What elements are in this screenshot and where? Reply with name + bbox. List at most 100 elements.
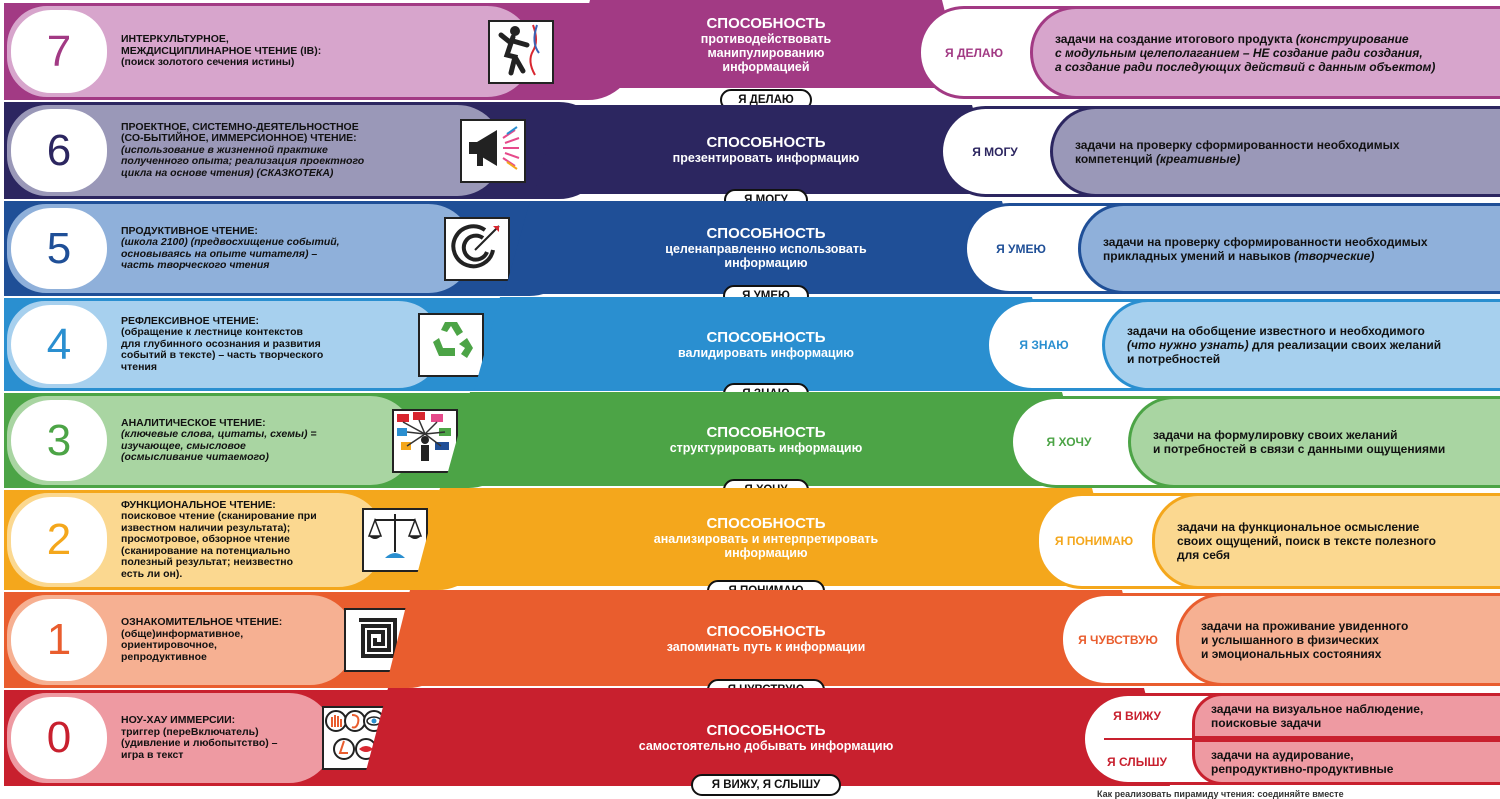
level-number: 4 [11,305,107,384]
level-detail: (поиск золотого сечения истины) [121,56,295,69]
level-description: АНАЛИТИЧЕСКОЕ ЧТЕНИЕ:(ключевые слова, ци… [121,396,377,485]
task-main-text: задачи на проверку сформированности необ… [1103,234,1428,263]
footnote-text: Как реализовать пирамиду чтения: соединя… [1097,789,1344,799]
tier-heading: СПОСОБНОСТЬ [706,134,826,151]
level-card: 6 ПРОЕКТНОЕ, СИСТЕМНО-ДЕЯТЕЛЬНОСТНОЕ(СО-Б… [4,102,506,199]
task-italic-note: (креативные) [1155,151,1241,166]
level-number: 6 [11,109,107,192]
task-description: задачи на проверку сформированности необ… [1050,106,1500,197]
task-description: задачи на обобщение известного и необход… [1102,299,1500,391]
level-title: ПРОДУКТИВНОЕ ЧТЕНИЕ: [121,224,258,237]
tier-ability: самостоятельно добывать информацию [638,738,894,753]
task-row-4: Я ЗНАЮ задачи на обобщение известного и н… [986,299,1500,391]
task-text: задачи на создание итогового продукта (к… [1055,32,1435,74]
climber-icon [493,21,549,82]
task-stage-label: Я ВИЖУ [1113,709,1161,723]
level-number: 7 [11,10,107,93]
level-number: 2 [11,497,107,583]
level-icon-frame [488,19,554,84]
level-card: 2 ФУНКЦИОНАЛЬНОЕ ЧТЕНИЕ:поисковое чтение … [4,490,388,590]
level-title: ОЗНАКОМИТЕЛЬНОЕ ЧТЕНИЕ: [121,616,283,628]
task-main-text: задачи на аудирование,репродуктивно-прод… [1211,748,1394,776]
level-title: АНАЛИТИЧЕСКОЕ ЧТЕНИЕ: [121,416,266,429]
level-title: ПРОЕКТНОЕ, СИСТЕМНО-ДЕЯТЕЛЬНОСТНОЕ(СО-БЫ… [121,120,359,145]
tier-heading: СПОСОБНОСТЬ [706,225,826,242]
level-description: ПРОДУКТИВНОЕ ЧТЕНИЕ:(школа 2100) (предво… [121,204,377,293]
level-icon-frame [444,216,510,281]
stage-tag: Я ВИЖУ, Я СЛЫШУ [691,774,841,796]
task-main-text: задачи на создание итогового продукта [1055,31,1296,46]
scales-icon [367,510,423,571]
tier-heading: СПОСОБНОСТЬ [706,328,826,346]
level-detail: (школа 2100) (предвосхищение событий,осн… [121,236,340,271]
level-detail: (ключевые слова, цитаты, схемы) =изучающ… [121,428,317,463]
tier-heading: СПОСОБНОСТЬ [706,721,826,739]
level-description: ИНТЕРКУЛЬТУРНОЕ,МЕЖДИСЦИПЛИНАРНОЕ ЧТЕНИЕ… [121,6,377,97]
tier-ability: запоминать путь к информации [666,639,866,654]
level-title: ФУНКЦИОНАЛЬНОЕ ЧТЕНИЕ: [121,498,276,511]
level-description: ПРОЕКТНОЕ, СИСТЕМНО-ДЕЯТЕЛЬНОСТНОЕ(СО-БЫ… [121,105,377,196]
level-icon-frame [392,408,458,473]
tier-ability: структурировать информацию [669,440,863,455]
task-row-6: Я МОГУ задачи на проверку сформированност… [940,106,1500,197]
task-row-0: Я ВИЖУ задачи на визуальное наблюдение,по… [1082,693,1500,785]
mindmap-icon [395,410,455,471]
tier-heading: СПОСОБНОСТЬ [706,423,826,441]
task-divider [1104,738,1192,740]
target-icon [449,220,505,277]
level-row-6: 6 ПРОЕКТНОЕ, СИСТЕМНО-ДЕЯТЕЛЬНОСТНОЕ(СО-Б… [4,102,607,199]
task-stage-label: Я ЗНАЮ [1019,338,1069,352]
task-text: задачи на проверку сформированности необ… [1075,138,1400,166]
level-number: 0 [11,697,107,779]
task-stage-label: Я МОГУ [972,144,1018,159]
senses-icon [324,707,386,770]
task-italic-note: (что нужно узнать) [1127,338,1249,352]
task-italic-note: (творческие) [1294,248,1375,263]
level-row-2: 2 ФУНКЦИОНАЛЬНОЕ ЧТЕНИЕ:поисковое чтение … [4,490,486,590]
level-number: 3 [11,400,107,481]
tier-ability: презентировать информацию [672,151,860,165]
level-icon-frame [418,312,484,377]
task-description: задачи на визуальное наблюдение,поисковы… [1192,693,1500,739]
tier-heading: СПОСОБНОСТЬ [706,14,826,32]
tier-heading: СПОСОБНОСТЬ [706,514,826,532]
task-text: задачи на проверку сформированности необ… [1103,235,1428,263]
task-description: задачи на создание итогового продукта (к… [1030,6,1500,99]
level-detail: триггер (переВключатель)(удивление и люб… [121,725,278,761]
task-main-text: задачи на проверку сформированности необ… [1075,137,1400,166]
task-stage-label: Я ХОЧУ [1046,435,1092,449]
recycle-icon [425,316,477,373]
task-main-text: задачи на обобщение известного и необход… [1127,324,1425,338]
task-text: задачи на обобщение известного и необход… [1127,324,1441,366]
level-description: НОУ-ХАУ ИММЕРСИИ:триггер (переВключатель… [121,693,334,783]
level-number: 1 [11,599,107,681]
